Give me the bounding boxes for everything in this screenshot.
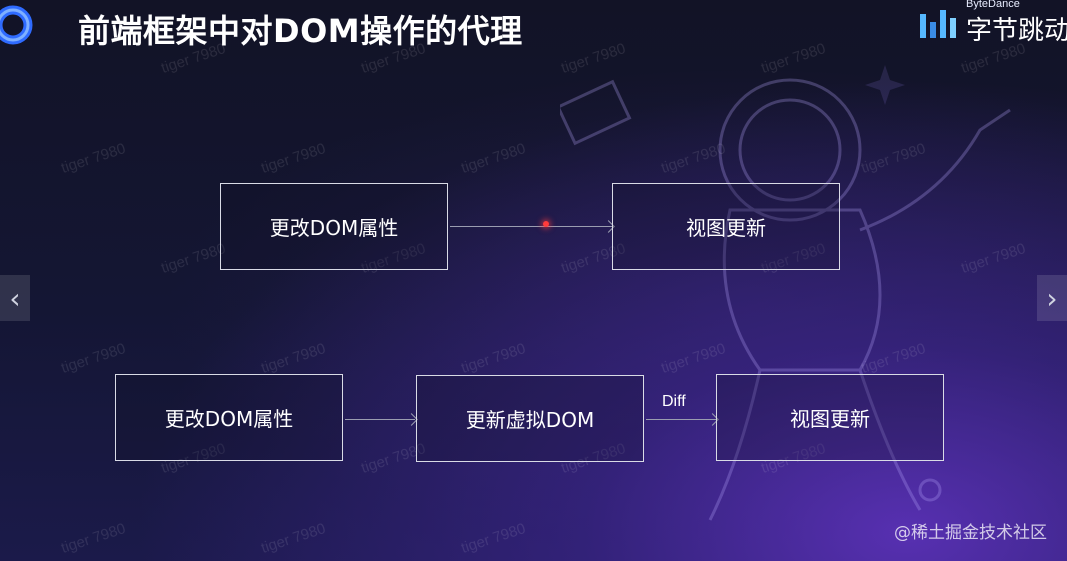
brand-name-cn: 字节跳动: [966, 16, 1067, 46]
row1-arrow: [450, 226, 612, 227]
box-label: 更改DOM属性: [164, 407, 294, 431]
diff-label: Diff: [662, 393, 686, 410]
watermark: tiger 7980: [159, 240, 228, 277]
row1-view-update-box: 视图更新: [612, 183, 840, 270]
watermark: tiger 7980: [259, 340, 328, 377]
cursor-pointer: [543, 221, 549, 227]
brand-bars-icon: [920, 10, 956, 38]
chevron-right-icon: ›: [1046, 281, 1058, 315]
prev-slide-button[interactable]: ‹: [0, 275, 30, 321]
page-title: 前端框架中对DOM操作的代理: [78, 12, 523, 50]
next-slide-button[interactable]: ›: [1037, 275, 1067, 321]
row1-change-dom-box: 更改DOM属性: [220, 183, 448, 270]
row2-arrow-2: [646, 419, 716, 420]
brand-name-en: ByteDance: [966, 0, 1020, 10]
watermark: tiger 7980: [59, 340, 128, 377]
box-label: 视图更新: [790, 407, 870, 431]
footer-watermark: @稀土掘金技术社区: [894, 523, 1047, 543]
logo-icon: [0, 5, 33, 45]
box-label: 视图更新: [686, 216, 766, 240]
watermark: tiger 7980: [459, 140, 528, 177]
watermark: tiger 7980: [259, 140, 328, 177]
row2-view-update-box: 视图更新: [716, 374, 944, 461]
box-label: 更改DOM属性: [269, 216, 399, 240]
watermark: tiger 7980: [459, 340, 528, 377]
chevron-left-icon: ‹: [9, 281, 21, 315]
row2-change-dom-box: 更改DOM属性: [115, 374, 343, 461]
row2-arrow-1: [345, 419, 415, 420]
watermark: tiger 7980: [59, 520, 128, 557]
astronaut-illustration: [560, 65, 1011, 521]
brand-logo: ByteDance 字节跳动: [918, 0, 1067, 46]
row2-virtual-dom-box: 更新虚拟DOM: [416, 375, 644, 462]
watermark: tiger 7980: [459, 520, 528, 557]
watermark: tiger 7980: [259, 520, 328, 557]
watermark: tiger 7980: [59, 140, 128, 177]
box-label: 更新虚拟DOM: [465, 408, 595, 432]
